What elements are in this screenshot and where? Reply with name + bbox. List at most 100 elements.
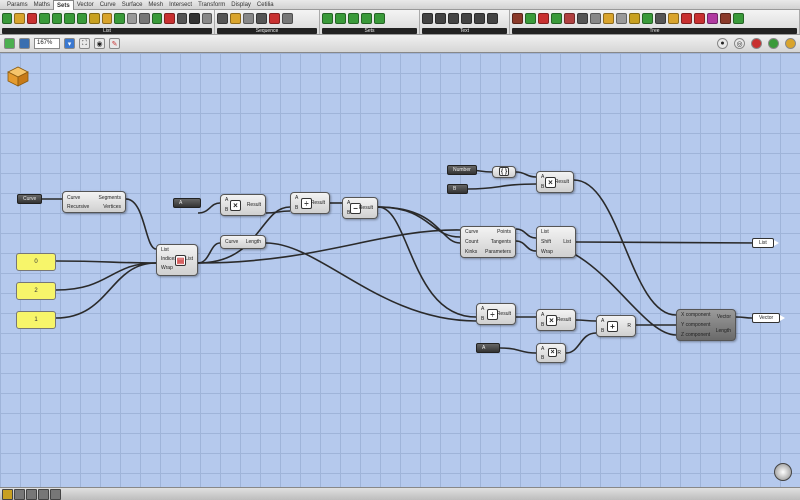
points-output[interactable]: Points — [497, 229, 511, 235]
tab-vector[interactable]: Vector — [76, 1, 94, 8]
component-tool-icon[interactable] — [474, 13, 485, 24]
zoom-dropdown-button[interactable]: ▾ — [64, 38, 75, 49]
division-component-1[interactable]: A B ÷ Result — [290, 192, 330, 214]
z-component-input[interactable]: Z component — [681, 332, 711, 338]
component-tool-icon[interactable] — [577, 13, 588, 24]
component-tool-icon[interactable] — [694, 13, 705, 24]
addition-component[interactable]: A B + R — [596, 315, 636, 337]
curve-input[interactable]: Curve — [225, 239, 239, 245]
preview-selected-icon[interactable] — [768, 38, 779, 49]
list-output-param[interactable]: List — [752, 238, 779, 248]
a-input[interactable]: A — [481, 306, 485, 312]
tab-params[interactable]: Params — [7, 1, 28, 8]
open-file-icon[interactable] — [4, 38, 15, 49]
component-tool-icon[interactable] — [720, 13, 731, 24]
b-input[interactable]: B — [481, 316, 485, 322]
result-output[interactable]: Result — [310, 200, 325, 206]
component-tool-icon[interactable] — [230, 13, 241, 24]
tab-mesh[interactable]: Mesh — [148, 1, 164, 8]
b-input[interactable]: B — [225, 207, 229, 213]
a-param-2[interactable]: A — [476, 343, 500, 353]
component-tool-icon[interactable] — [269, 13, 280, 24]
tangents-output[interactable]: Tangents — [490, 239, 511, 245]
tab-curve[interactable]: Curve — [99, 1, 116, 8]
component-tool-icon[interactable] — [461, 13, 472, 24]
wrap-input[interactable]: Wrap — [541, 249, 553, 255]
list-input[interactable]: List — [541, 229, 549, 235]
component-tool-icon[interactable] — [551, 13, 562, 24]
component-tool-icon[interactable] — [538, 13, 549, 24]
preview-colors-icon[interactable] — [785, 38, 796, 49]
tab-maths[interactable]: Maths — [33, 1, 51, 8]
tab-cetilia[interactable]: Cetilia — [256, 1, 274, 8]
length-output[interactable]: Length — [245, 239, 261, 245]
component-tool-icon[interactable] — [361, 13, 372, 24]
parameters-output[interactable]: Parameters — [485, 249, 511, 255]
divide-curve-component[interactable]: Curve Recursive Segments Vertices — [62, 191, 126, 213]
multiply-component-1[interactable]: A B × Result — [220, 194, 266, 216]
list-input[interactable]: List — [161, 247, 169, 253]
result-output[interactable]: Result — [358, 205, 373, 211]
recursive-input[interactable]: Recursive — [67, 204, 90, 210]
component-tool-icon[interactable] — [164, 13, 175, 24]
component-tool-icon[interactable] — [603, 13, 614, 24]
component-tool-icon[interactable] — [512, 13, 523, 24]
b-param[interactable]: B — [447, 184, 468, 194]
number-slider-3[interactable]: 1 — [16, 311, 56, 329]
component-tool-icon[interactable] — [176, 13, 188, 24]
result-output[interactable]: Result — [554, 179, 569, 185]
component-tool-icon[interactable] — [139, 13, 150, 24]
component-tool-icon[interactable] — [282, 13, 293, 24]
component-tool-icon[interactable] — [374, 13, 385, 24]
tab-intersect[interactable]: Intersect — [169, 1, 193, 8]
kinks-input[interactable]: Kinks — [465, 249, 478, 255]
component-tool-icon[interactable] — [114, 13, 125, 24]
component-tool-icon[interactable] — [2, 13, 13, 24]
component-tool-icon[interactable] — [217, 13, 228, 24]
b-input[interactable]: B — [601, 328, 605, 334]
a-input[interactable]: A — [225, 197, 229, 203]
vertices-output[interactable]: Vertices — [103, 204, 121, 210]
component-tool-icon[interactable] — [189, 13, 200, 24]
wrap-input[interactable]: Wrap — [161, 265, 173, 271]
segments-output[interactable]: Segments — [98, 195, 121, 201]
a-input[interactable]: A — [347, 200, 351, 206]
component-tool-icon[interactable] — [39, 13, 50, 24]
b-input[interactable]: B — [347, 210, 351, 216]
vector-xyz-component[interactable]: X component Y component Z component Vect… — [676, 309, 736, 341]
ribbon-group-label[interactable]: Text — [422, 28, 507, 34]
y-component-input[interactable]: Y component — [681, 322, 711, 328]
list-output[interactable]: List — [563, 239, 571, 245]
tab-transform[interactable]: Transform — [198, 1, 226, 8]
status-icon-5[interactable] — [50, 488, 61, 500]
status-icon-2[interactable] — [14, 488, 25, 500]
shaded-mode-icon[interactable] — [751, 38, 762, 49]
component-tool-icon[interactable] — [642, 13, 653, 24]
zoom-extents-icon[interactable]: ⛶ — [79, 38, 90, 49]
number-slider-2[interactable]: 2 — [16, 282, 56, 300]
curve-input[interactable]: Curve — [465, 229, 479, 235]
ribbon-group-label[interactable]: Sets — [322, 28, 417, 34]
component-tool-icon[interactable] — [89, 13, 100, 24]
component-tool-icon[interactable] — [335, 13, 346, 24]
a-input[interactable]: A — [295, 195, 299, 201]
b-input[interactable]: B — [541, 322, 545, 328]
ribbon-group-label[interactable]: List — [2, 28, 212, 34]
vector-output-param[interactable]: Vector — [752, 313, 786, 323]
list-output[interactable]: List — [185, 256, 193, 262]
length-component[interactable]: Curve Length — [220, 235, 266, 249]
component-tool-icon[interactable] — [256, 13, 267, 24]
component-tool-icon[interactable] — [243, 13, 254, 24]
b-input[interactable]: B — [295, 205, 299, 211]
tab-surface[interactable]: Surface — [121, 1, 143, 8]
component-tool-icon[interactable] — [51, 13, 63, 24]
component-tool-icon[interactable] — [126, 13, 138, 24]
shift-input[interactable]: Shift — [541, 239, 552, 245]
ribbon-group-label[interactable]: Sequence — [217, 28, 317, 34]
subtraction-component-1[interactable]: A B − Result — [342, 197, 378, 219]
component-tool-icon[interactable] — [201, 13, 212, 24]
result-output[interactable]: Result — [556, 317, 571, 323]
component-tool-icon[interactable] — [422, 13, 433, 24]
number-param[interactable]: Number — [447, 165, 477, 175]
b-input[interactable]: B — [541, 184, 545, 190]
